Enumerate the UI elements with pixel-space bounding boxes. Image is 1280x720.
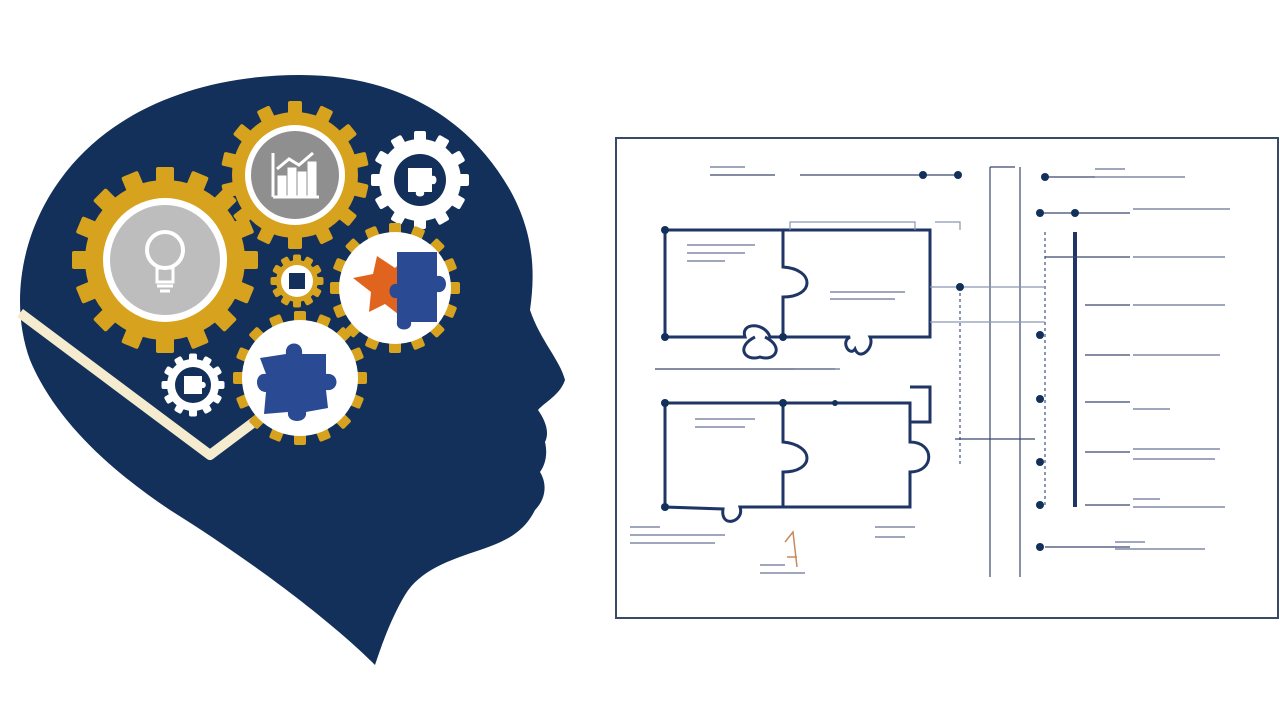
small-figure <box>784 530 798 568</box>
head-illustration <box>0 60 600 680</box>
lightbulb-icon <box>145 230 185 293</box>
room-upper-left <box>663 228 809 360</box>
annotation-dots-top <box>919 171 1049 181</box>
illegible-annotations <box>630 166 1230 574</box>
gear-lightbulb <box>72 167 258 353</box>
gear-puzzle-small-bottom <box>161 353 225 417</box>
gear-puzzle-orange <box>330 223 460 353</box>
schematic-border <box>615 137 1279 619</box>
schematic-diagram <box>615 137 1279 619</box>
bar-chart-icon <box>271 151 319 199</box>
room-lower-middle <box>783 385 932 509</box>
head-silhouette-svg <box>17 75 565 665</box>
leader-dots-right <box>661 209 1079 551</box>
puzzle-icon <box>408 168 437 197</box>
gear-puzzle-blue <box>233 311 367 445</box>
gear-small-center <box>270 254 324 308</box>
pathway-line <box>17 308 273 460</box>
schematic-svg <box>615 137 1279 619</box>
room-lower-left <box>663 401 809 523</box>
puzzle-piece-blue <box>389 252 446 330</box>
room-upper-middle <box>783 228 932 356</box>
puzzle-icon <box>184 376 206 394</box>
bus-dotted <box>959 232 1046 507</box>
puzzle-piece-blue-large <box>257 343 337 421</box>
upper-connectors <box>789 221 1045 323</box>
puzzle-icon <box>289 273 305 289</box>
gear-chart <box>221 101 369 249</box>
gear-puzzle-small-top <box>371 131 469 229</box>
